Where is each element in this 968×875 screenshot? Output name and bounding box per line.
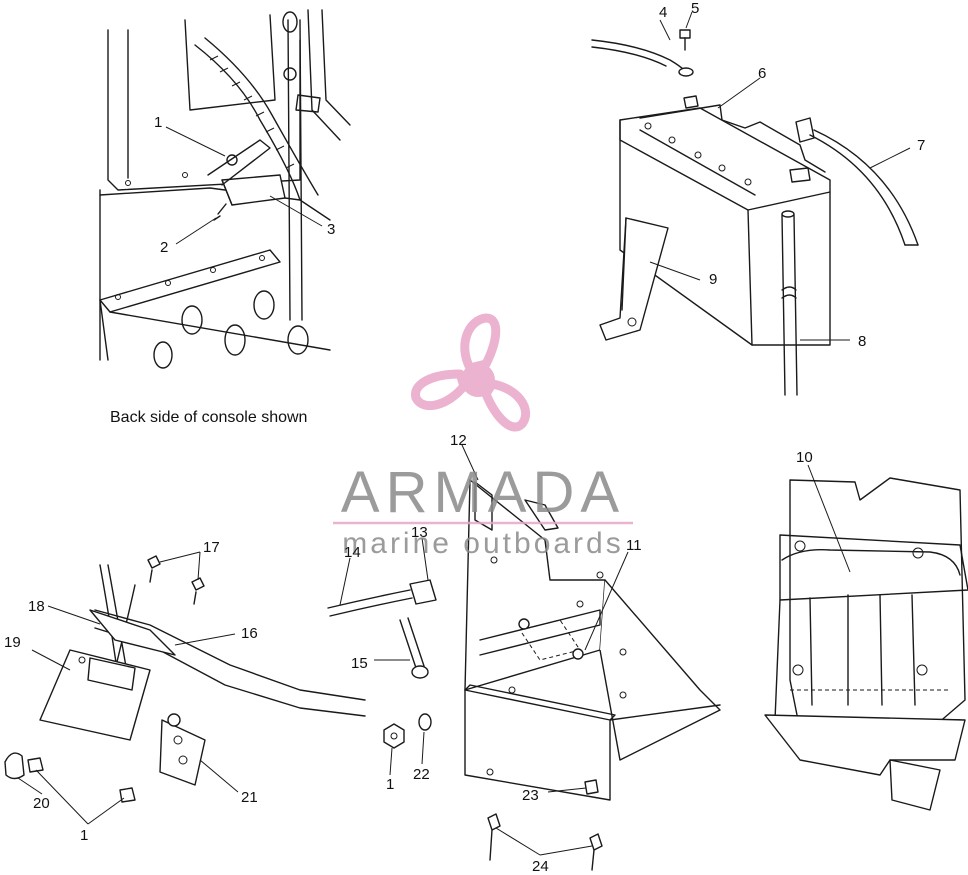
callout-8: 8 (858, 333, 866, 350)
callout-22: 22 (413, 766, 430, 783)
callout-12: 12 (450, 432, 467, 449)
battery-assembly (591, 11, 919, 396)
callout-7: 7 (917, 137, 925, 154)
callout-16: 16 (241, 625, 258, 642)
callout-17: 17 (203, 539, 220, 556)
breaker-assembly (4, 551, 366, 825)
callout-14: 14 (344, 544, 361, 561)
watermark-brand: ARMADA (341, 460, 625, 525)
callout-11: 11 (626, 537, 642, 554)
callout-1-breaker: 1 (80, 827, 88, 844)
callout-4: 4 (659, 4, 667, 21)
watermark-tagline: marine outboards (342, 527, 623, 560)
callout-21: 21 (241, 789, 258, 806)
callout-15: 15 (351, 655, 368, 672)
callout-23: 23 (522, 787, 539, 804)
callout-20: 20 (33, 795, 50, 812)
callout-10: 10 (796, 449, 813, 466)
callout-18: 18 (28, 598, 45, 615)
callout-6: 6 (758, 65, 766, 82)
callout-labels: 1 2 3 4 5 6 7 8 9 10 11 12 13 14 15 16 1… (4, 0, 925, 875)
callout-2: 2 (160, 239, 168, 256)
callout-1: 1 (154, 114, 162, 131)
watermark: ARMADA marine outboards (333, 313, 633, 560)
propeller-logo-icon (411, 313, 531, 432)
callout-5: 5 (691, 0, 699, 17)
callout-19: 19 (4, 634, 21, 651)
console-back-view (99, 9, 351, 369)
battery-bracket-assembly (327, 444, 721, 871)
callout-9: 9 (709, 271, 717, 288)
callout-1-bracket: 1 (386, 776, 394, 793)
battery-box (764, 464, 968, 811)
callout-24: 24 (532, 858, 549, 875)
callout-3: 3 (327, 221, 335, 238)
view-caption: Back side of console shown (110, 409, 307, 426)
callout-13: 13 (411, 524, 428, 541)
